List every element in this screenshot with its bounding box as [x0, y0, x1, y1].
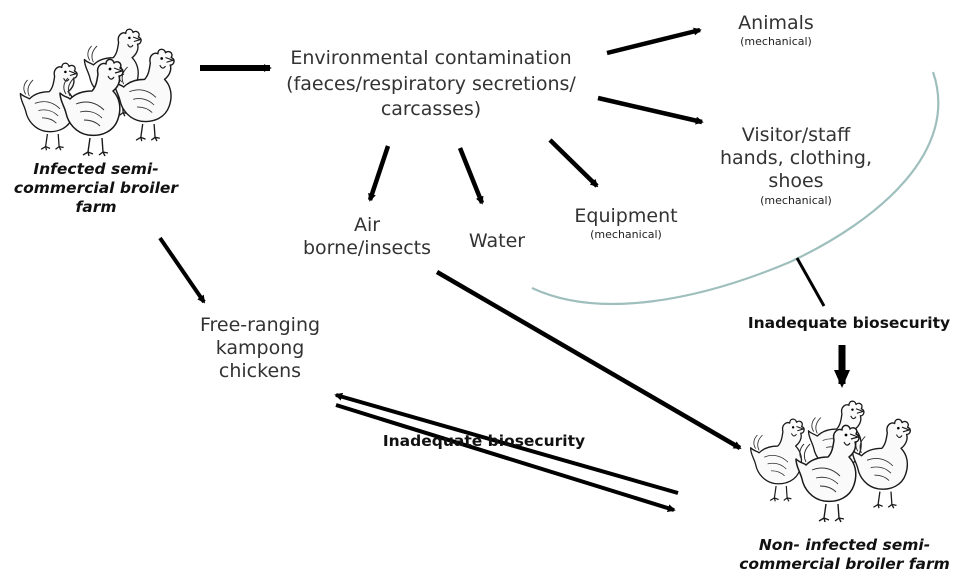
inadequate-biosecurity-bottom-label: Inadequate biosecurity: [374, 432, 594, 451]
infected-flock-illustration: [19, 28, 175, 157]
air-line-2: borne/insects: [303, 237, 431, 260]
animals-mechanical-note: (mechanical): [740, 35, 812, 49]
contamination-line-2: (faeces/respiratory secretions/: [286, 72, 576, 95]
equipment-label: Equipment: [574, 205, 678, 227]
arrow-air-to-target-farm: [435, 270, 742, 450]
arrow-contamination-to-water: [457, 147, 485, 205]
arrow-contamination-to-animals: [606, 27, 702, 56]
non-infected-caption-line-2: commercial broiler farm: [739, 554, 950, 573]
infected-farm-caption-line-2: commercial broiler: [13, 178, 179, 197]
arrow-target-to-kampong: [334, 392, 679, 495]
visitor-line-1: Visitor/staff: [741, 124, 851, 146]
arrow-contamination-to-air: [367, 145, 391, 202]
visitor-line-2: hands, clothing,: [719, 147, 873, 170]
arrow-kampong-to-target: [335, 403, 676, 512]
biosecurity-right-text: Inadequate biosecurity: [747, 314, 951, 332]
equipment-node: Equipment (mechanical): [566, 205, 686, 242]
arrow-contamination-to-visitor: [597, 95, 704, 125]
kampong-line-2: kampong: [215, 337, 305, 360]
arrow-farm-to-kampong: [158, 236, 206, 304]
kampong-line-1: Free-ranging: [199, 314, 321, 336]
air-line-1: Air: [353, 214, 381, 236]
non-infected-farm-caption: Non- infected semi- commercial broiler f…: [728, 536, 961, 574]
infected-farm-caption: Infected semi- commercial broiler farm: [12, 160, 180, 217]
environmental-contamination-node: Environmental contamination (faeces/resp…: [266, 46, 596, 123]
water-label: Water: [468, 230, 526, 252]
non-infected-flock-illustration: [749, 400, 911, 523]
infected-farm-caption-line-3: farm: [75, 197, 117, 216]
animals-node: Animals (mechanical): [716, 12, 836, 49]
kampong-line-3: chickens: [218, 360, 302, 383]
arrow-contamination-to-equipment: [548, 138, 599, 188]
water-node: Water: [452, 230, 542, 253]
equipment-mechanical-note: (mechanical): [590, 228, 662, 242]
visitor-line-3: shoes: [768, 170, 824, 193]
airborne-insects-node: Air borne/insects: [282, 214, 452, 260]
mechanical-vector-boundary-curve: [531, 71, 940, 306]
biosecurity-bottom-text: Inadequate biosecurity: [382, 432, 586, 450]
contamination-line-1: Environmental contamination: [290, 47, 572, 69]
infected-farm-caption-line-1: Infected semi-: [33, 160, 159, 178]
visitor-mechanical-note: (mechanical): [760, 193, 832, 207]
visitor-staff-node: Visitor/staff hands, clothing, shoes (me…: [712, 124, 880, 208]
contamination-line-3: carcasses): [380, 98, 482, 121]
inadequate-biosecurity-right-label: Inadequate biosecurity: [744, 314, 954, 333]
animals-label: Animals: [738, 12, 814, 34]
connector-curve-to-biosecurity: [795, 257, 826, 307]
kampong-chickens-node: Free-ranging kampong chickens: [178, 314, 342, 384]
non-infected-caption-line-1: Non- infected semi-: [758, 536, 931, 554]
